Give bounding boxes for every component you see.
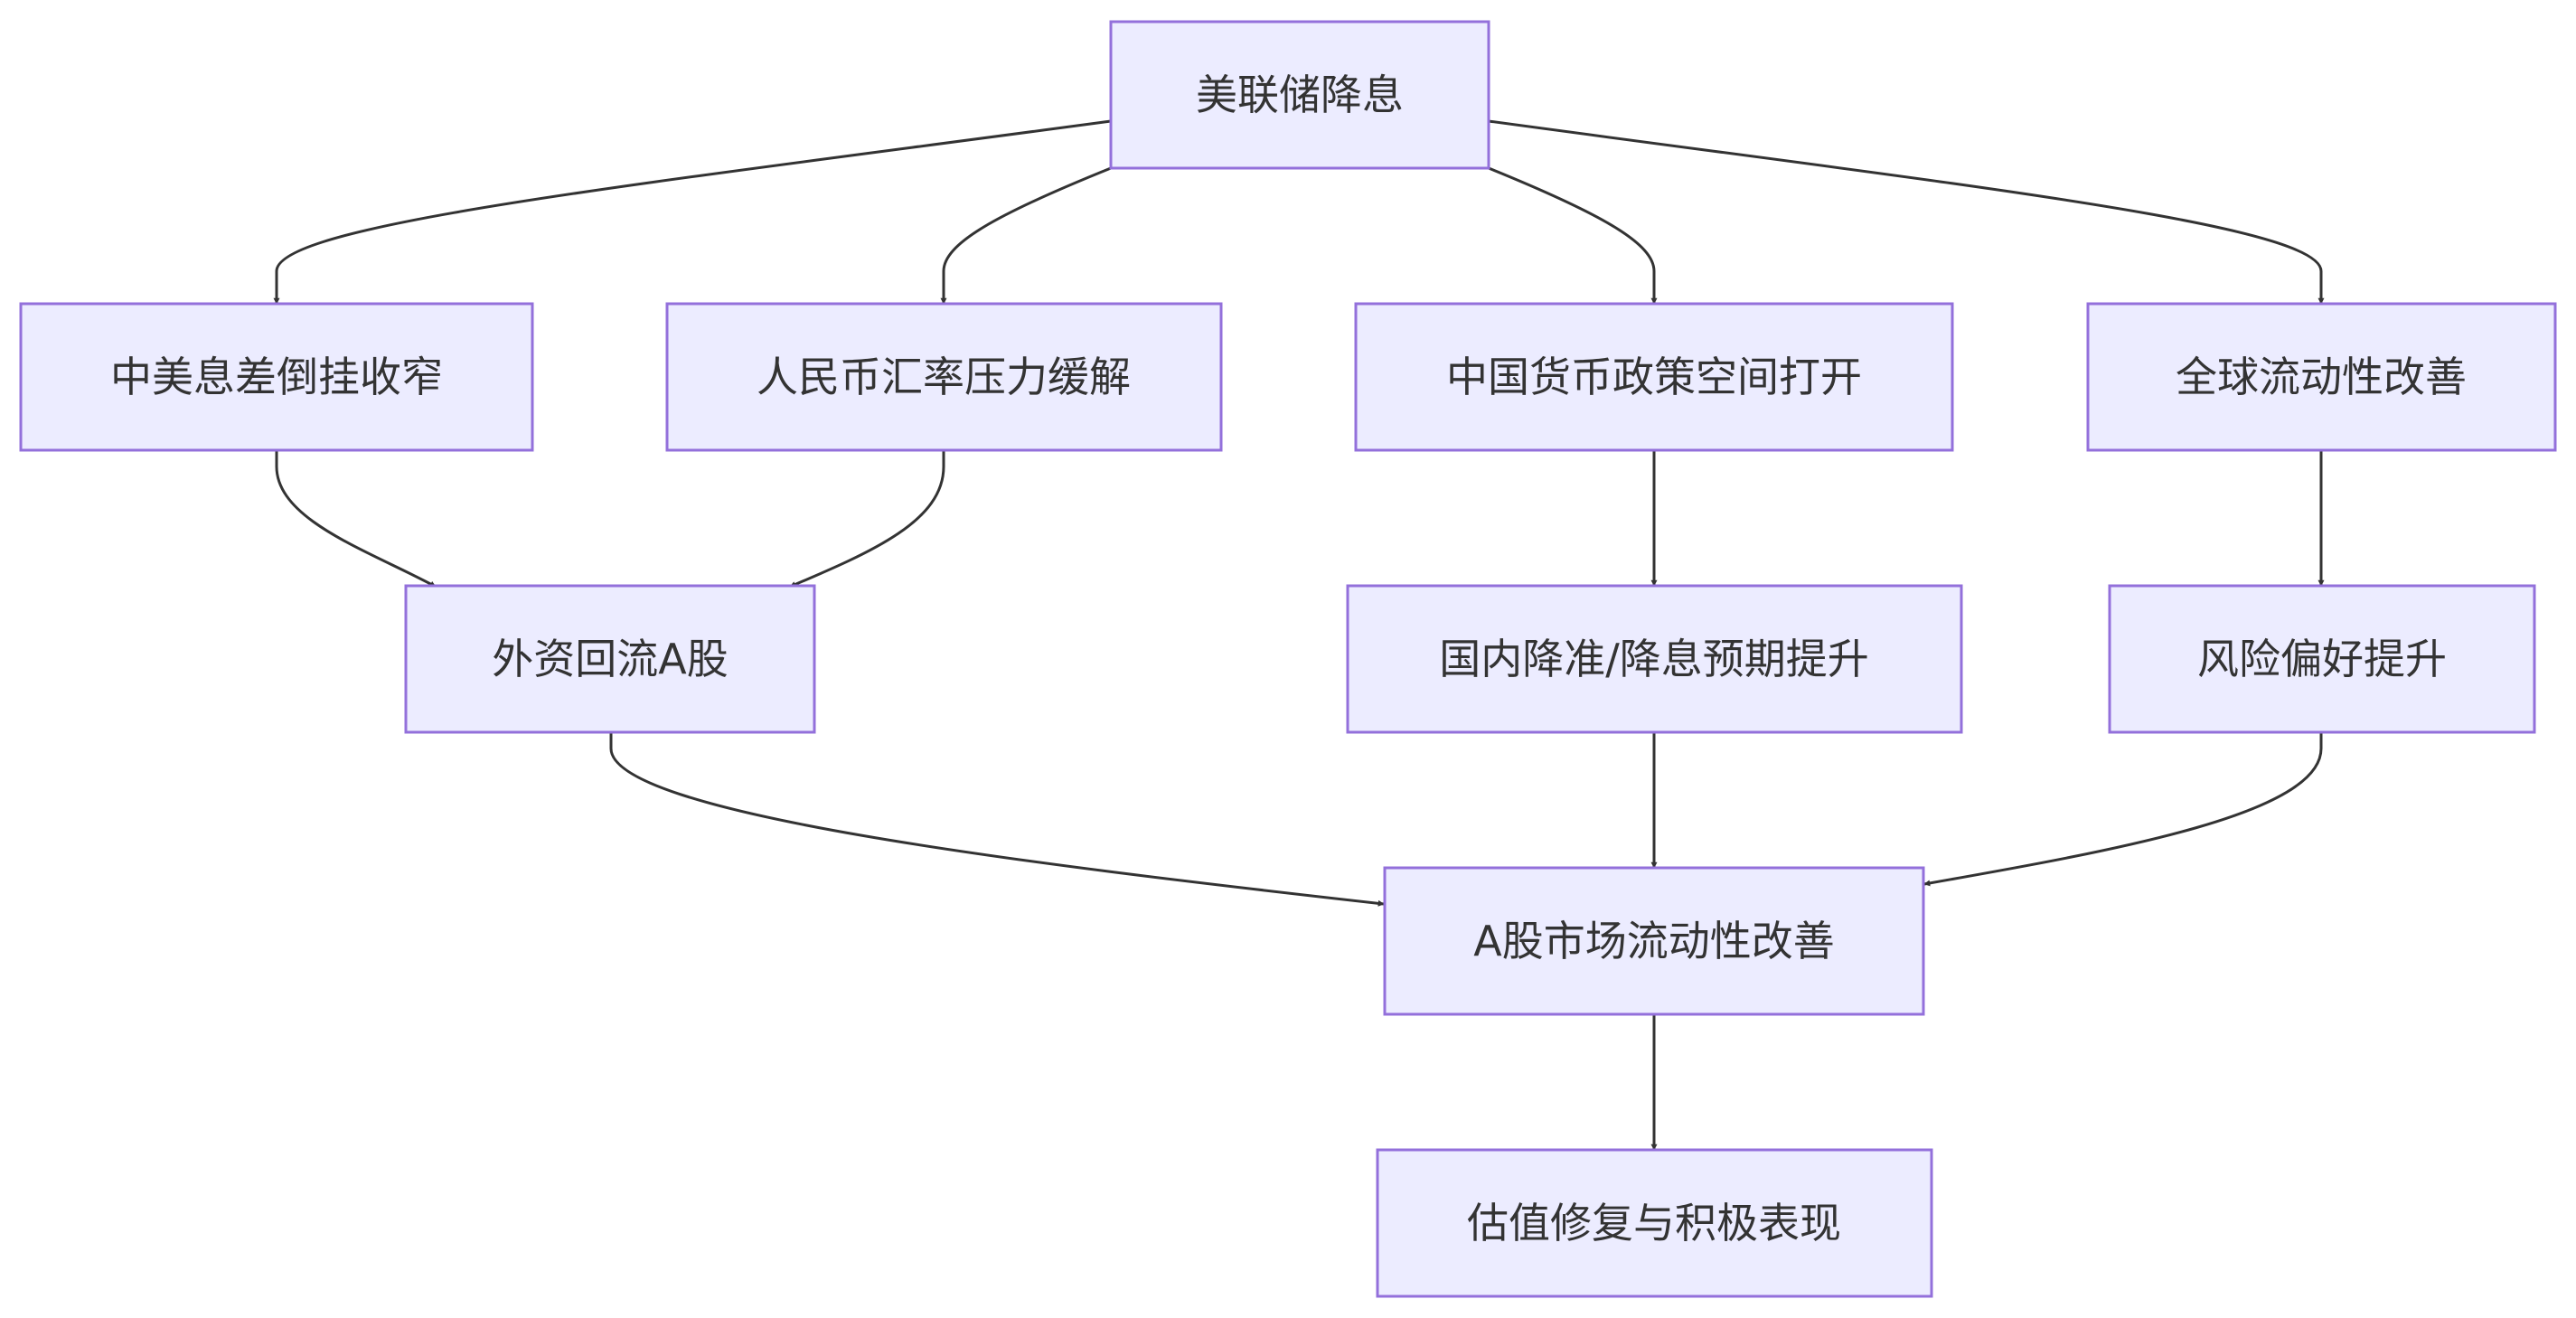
node-label: A股市场流动性改善 [1473, 917, 1834, 965]
edge-risk-to-aliquidity [1923, 732, 2323, 887]
nodes: 美联储降息 中美息差倒挂收窄 人民币汇率压力缓解 中国货币政策空间打开 全球流动… [19, 20, 2557, 1298]
node-domestic-cut-expect: 国内降准/降息预期提升 [1346, 584, 1963, 734]
edge-fed-to-rmb [940, 166, 1112, 305]
node-cn-policy-space: 中国货币政策空间打开 [1354, 302, 1954, 452]
node-label: 人民币汇率压力缓解 [757, 353, 1131, 401]
node-a-share-liquidity: A股市场流动性改善 [1383, 866, 1925, 1016]
node-label: 估值修复与积极表现 [1467, 1199, 1841, 1247]
node-label: 中国货币政策空间打开 [1446, 353, 1862, 401]
node-fed-cut: 美联储降息 [1109, 20, 1490, 170]
node-label: 国内降准/降息预期提升 [1439, 635, 1869, 683]
node-label: 全球流动性改善 [2176, 353, 2467, 401]
edge-fed-to-policy [1488, 166, 1658, 305]
node-label: 风险偏好提升 [2197, 635, 2447, 683]
node-label: 中美息差倒挂收窄 [110, 353, 443, 401]
edge-fed-to-global [1488, 119, 2325, 305]
node-risk-appetite: 风险偏好提升 [2108, 584, 2536, 734]
node-foreign-inflow: 外资回流A股 [404, 584, 816, 734]
node-label: 美联储降息 [1196, 71, 1404, 119]
edge-spread-to-inflow [275, 450, 437, 588]
node-spread-narrow: 中美息差倒挂收窄 [19, 302, 534, 452]
node-valuation-repair: 估值修复与积极表现 [1376, 1148, 1933, 1298]
node-global-liquidity: 全球流动性改善 [2086, 302, 2557, 452]
edge-rmb-to-inflow [789, 450, 945, 588]
edge-inflow-to-aliquidity [609, 732, 1385, 907]
node-label: 外资回流A股 [492, 635, 728, 683]
edge-fed-to-spread [273, 119, 1112, 305]
node-rmb-relief: 人民币汇率压力缓解 [665, 302, 1223, 452]
edges [273, 119, 2325, 1151]
